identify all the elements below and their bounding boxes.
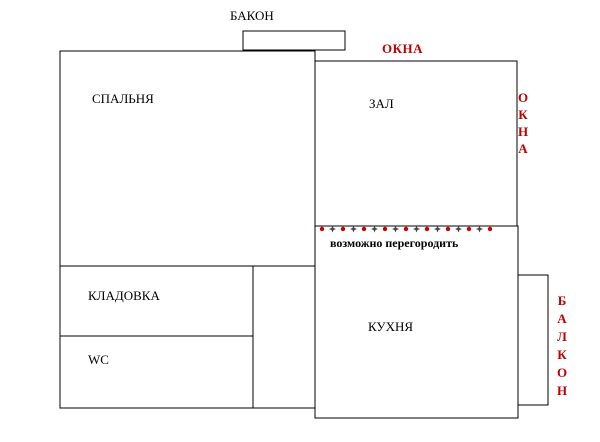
partition-dot	[403, 226, 409, 232]
partition-star	[350, 225, 357, 233]
side-windows-letter: А	[518, 141, 528, 156]
bedroom-room	[59, 50, 316, 267]
partition-star	[371, 225, 378, 233]
side-windows-letter: Н	[517, 124, 529, 139]
side-balcony-outline	[517, 274, 549, 406]
partition-dot	[340, 226, 346, 232]
side-balcony-letter: Н	[556, 383, 568, 398]
kitchen-label: КУХНЯ	[368, 319, 414, 334]
partition-dot	[361, 226, 367, 232]
partition-marks	[319, 225, 493, 233]
storage-label: КЛАДОВКА	[88, 288, 160, 303]
partition-star	[329, 225, 336, 233]
top-balcony-label: БАКОН	[230, 8, 274, 23]
corridor-area	[252, 265, 316, 409]
hall-label: ЗАЛ	[369, 96, 394, 111]
bedroom-label: СПАЛЬНЯ	[92, 91, 154, 106]
partition-dot	[424, 226, 430, 232]
partition-star	[413, 225, 420, 233]
wc-room	[59, 335, 254, 409]
partition-star	[392, 225, 399, 233]
partition-star	[476, 225, 483, 233]
partition-dot	[445, 226, 451, 232]
partition-star	[434, 225, 441, 233]
side-balcony-letter: А	[557, 311, 567, 326]
partition-dot	[382, 226, 388, 232]
side-windows-letter: О	[517, 90, 529, 105]
side-balcony-letter: Л	[557, 329, 567, 344]
partition-star	[455, 225, 462, 233]
side-balcony-letter: О	[556, 365, 568, 380]
kitchen-room	[314, 225, 519, 419]
partition-dot	[466, 226, 472, 232]
partition-note-label: возможно перегородить	[330, 236, 459, 250]
partition-dot	[319, 226, 325, 232]
side-balcony-letter: Б	[557, 293, 567, 308]
side-windows-letter: К	[518, 107, 528, 122]
wc-label: WC	[88, 352, 109, 367]
top-windows-label: ОКНА	[382, 41, 424, 56]
top-balcony-outline	[242, 30, 346, 51]
hall-room	[315, 60, 518, 226]
side-balcony-letter: К	[557, 347, 567, 362]
partition-dot	[487, 226, 493, 232]
